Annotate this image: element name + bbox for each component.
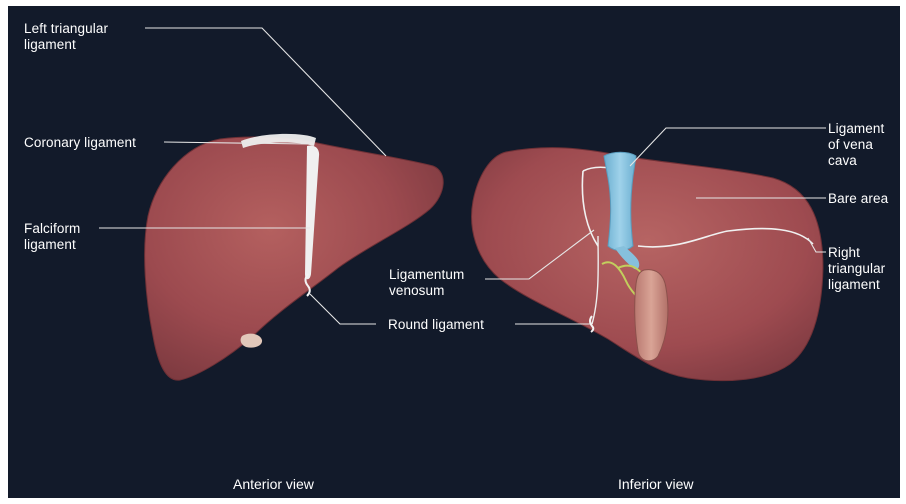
left-triangular-ligament-label: Left triangular ligament [24, 21, 108, 53]
ligament-of-vena-cava-label: Ligament of vena cava [828, 121, 884, 169]
anterior-view-caption: Anterior view [233, 476, 314, 492]
right-triangular-ligament-label: Right triangular ligament [828, 245, 885, 293]
anatomy-figure: Left triangular ligament Coronary ligame… [8, 6, 900, 498]
leader-vena-cava [630, 128, 826, 166]
coronary-ligament-label: Coronary ligament [24, 135, 136, 151]
inferior-liver [472, 148, 823, 381]
gallbladder-tip [241, 334, 262, 348]
anterior-liver [145, 134, 444, 380]
round-ligament-label: Round ligament [388, 317, 484, 333]
ligamentum-venosum-label: Ligamentum venosum [389, 267, 464, 299]
falciform-ligament-label: Falciform ligament [24, 221, 80, 253]
leader-round [310, 294, 376, 324]
inferior-view-caption: Inferior view [618, 476, 693, 492]
bare-area-label: Bare area [828, 191, 888, 207]
anterior-liver-body [145, 137, 444, 380]
liver-illustration [8, 6, 900, 498]
